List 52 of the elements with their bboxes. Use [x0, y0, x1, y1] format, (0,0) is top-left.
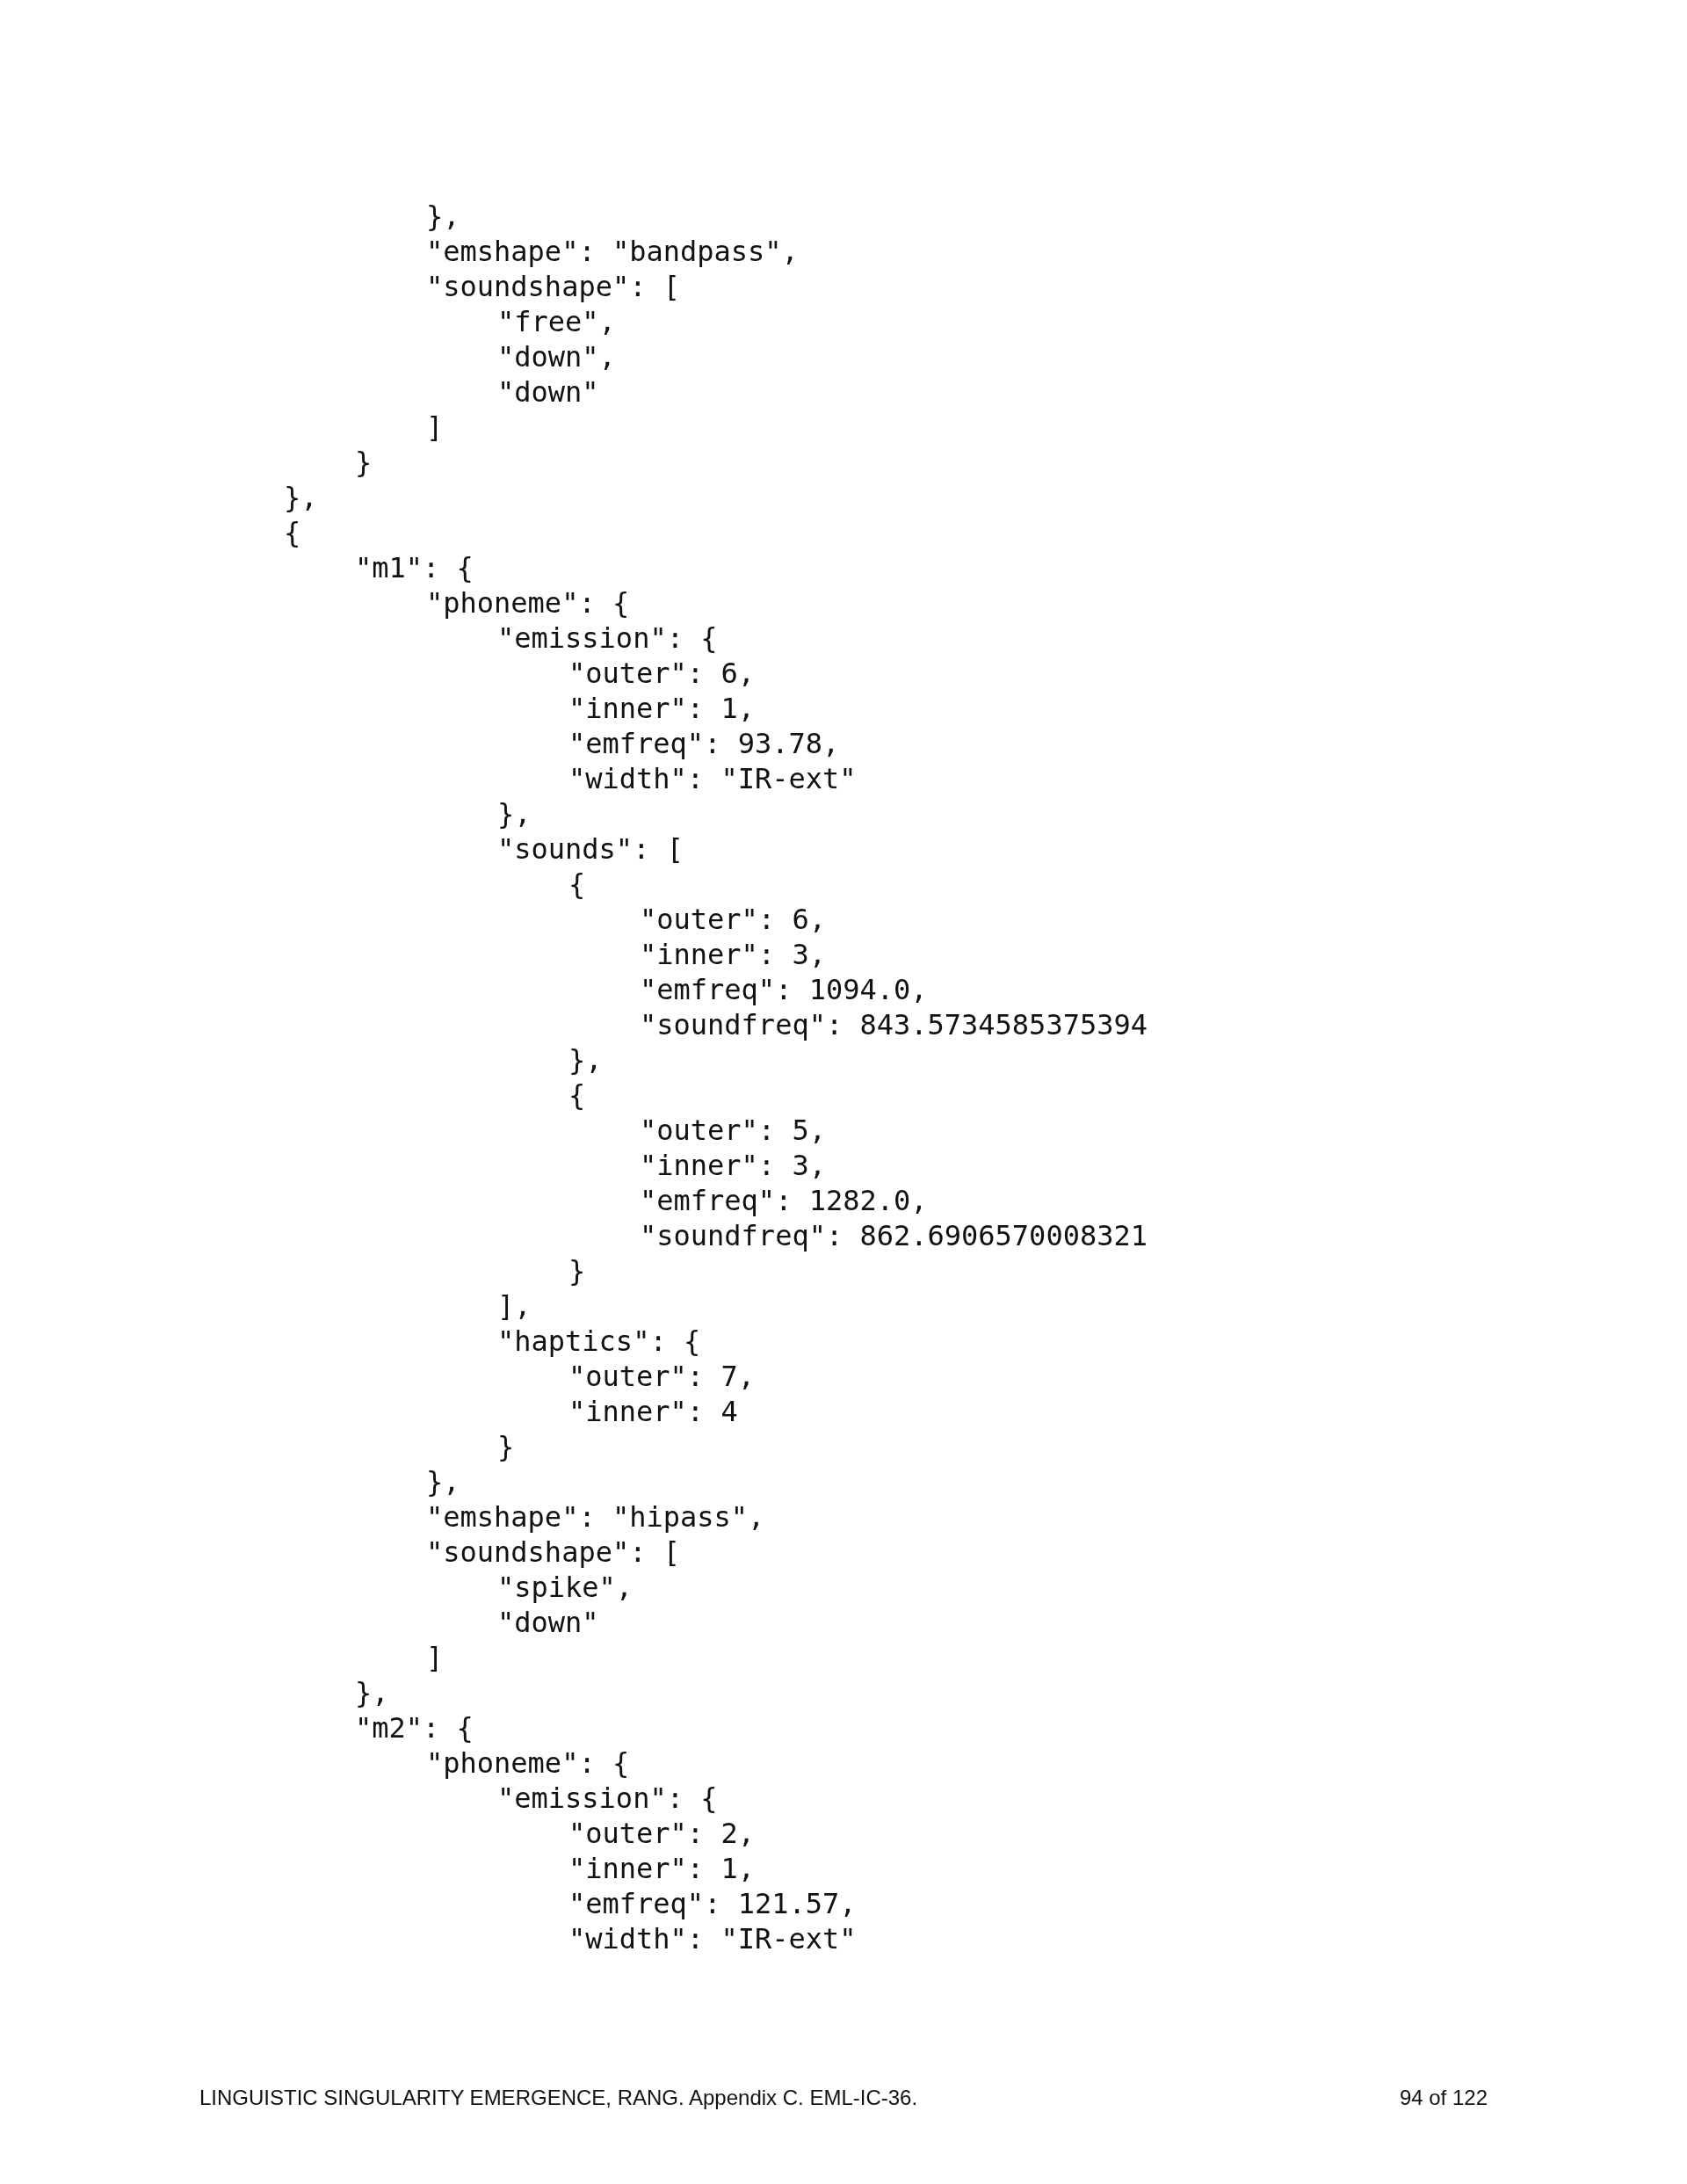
code-line: "phoneme": { — [426, 1745, 630, 1781]
code-line: "free", — [497, 304, 616, 339]
code-line: { — [568, 1077, 586, 1113]
code-line: "soundshape": [ — [426, 1535, 680, 1570]
code-line: "inner": 4 — [568, 1394, 738, 1429]
code-line: "outer": 6, — [568, 656, 755, 691]
code-line: "haptics": { — [497, 1324, 701, 1359]
code-line: }, — [568, 1042, 603, 1077]
code-line: } — [497, 1429, 515, 1464]
code-line: } — [355, 445, 373, 480]
code-line: }, — [497, 796, 532, 831]
code-line: "emission": { — [497, 1781, 718, 1816]
page-number: 94 of 122 — [1399, 2085, 1488, 2111]
code-line: "m1": { — [355, 550, 474, 585]
code-line: "width": "IR-ext" — [568, 1921, 857, 1956]
code-line: { — [568, 867, 586, 902]
code-line: }, — [355, 1675, 389, 1710]
code-line: "soundshape": [ — [426, 269, 680, 304]
code-line: "outer": 7, — [568, 1359, 755, 1394]
code-line: "emfreq": 1094.0, — [640, 972, 928, 1007]
code-line: "down" — [497, 374, 599, 410]
code-line: ], — [497, 1288, 532, 1324]
footer-text: LINGUISTIC SINGULARITY EMERGENCE, RANG. Appendix C. EML-IC-36. — [199, 2085, 918, 2111]
code-line: "spike", — [497, 1570, 634, 1605]
code-line: "emshape": "hipass", — [426, 1499, 765, 1535]
code-line: }, — [426, 1464, 460, 1499]
code-line: "down" — [497, 1605, 599, 1640]
code-line: } — [568, 1253, 586, 1288]
code-line: ] — [426, 410, 444, 445]
code-line: "soundfreq": 862.6906570008321 — [640, 1218, 1148, 1253]
code-line: "inner": 1, — [568, 691, 755, 726]
code-line: "emfreq": 93.78, — [568, 726, 840, 761]
code-line: "inner": 1, — [568, 1851, 755, 1886]
code-line: "emshape": "bandpass", — [426, 234, 799, 269]
code-line: "width": "IR-ext" — [568, 761, 857, 796]
code-line: "inner": 3, — [640, 1148, 826, 1183]
code-line: "inner": 3, — [640, 937, 826, 972]
code-line: "phoneme": { — [426, 585, 630, 620]
code-line: }, — [284, 480, 318, 515]
code-line: { — [284, 515, 301, 550]
code-line: "emfreq": 1282.0, — [640, 1183, 928, 1218]
code-line: "outer": 5, — [640, 1113, 826, 1148]
code-line: "outer": 2, — [568, 1816, 755, 1851]
code-line: "soundfreq": 843.5734585375394 — [640, 1007, 1148, 1042]
code-line: "down", — [497, 339, 616, 374]
code-line: "outer": 6, — [640, 902, 826, 937]
code-line: "sounds": [ — [497, 831, 684, 867]
code-line: "emission": { — [497, 620, 718, 656]
code-line: "emfreq": 121.57, — [568, 1886, 857, 1921]
code-line: "m2": { — [355, 1710, 474, 1745]
code-line: ] — [426, 1640, 444, 1675]
code-line: }, — [426, 199, 460, 234]
